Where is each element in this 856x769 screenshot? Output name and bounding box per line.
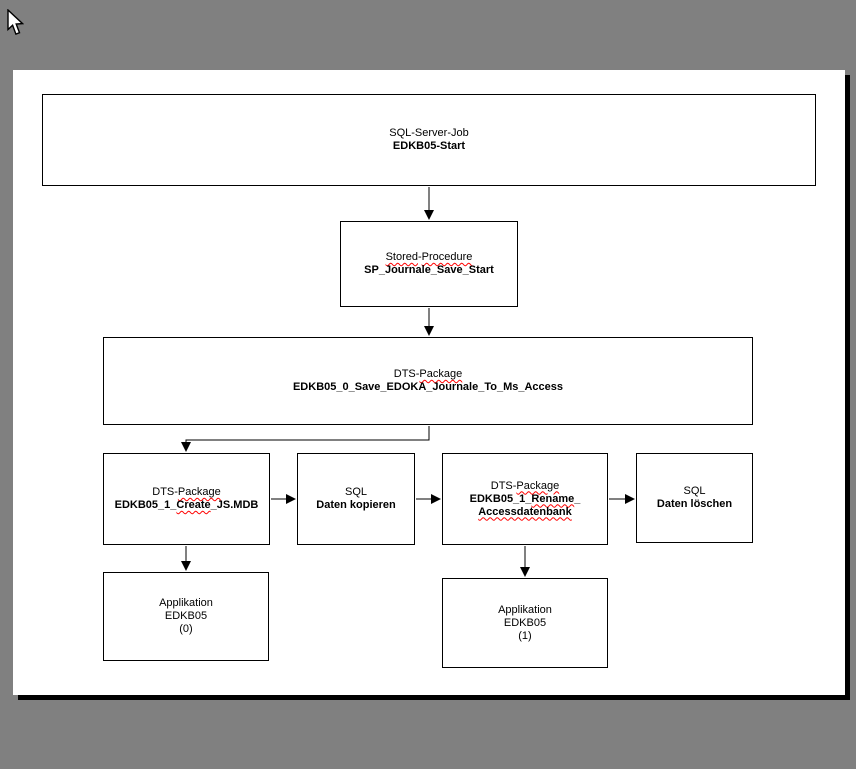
text-segment: SQL [344, 486, 367, 498]
text-segment: EDKB05 [503, 616, 547, 629]
misspelled-text-segment: Package [419, 368, 463, 380]
text-segment: Daten kopieren [316, 499, 396, 511]
node-label-line: Daten kopieren [316, 499, 395, 512]
node-label-line: EDKB05 [165, 610, 207, 623]
node-label-line: DTS-Package [491, 480, 559, 493]
connector-dts0-to-create-js-mdb [181, 426, 430, 452]
text-segment: Applikation [498, 603, 552, 616]
misspelled-text-segment: Package [177, 486, 221, 498]
node-label-line: DTS-Package [152, 486, 220, 499]
text-segment: DTS- [490, 479, 517, 492]
text-segment: DTS- [393, 368, 420, 380]
misspelled-text-segment: Package [516, 479, 560, 492]
node-label-line: (0) [179, 623, 192, 636]
text-segment: SQL-Server-Job [389, 127, 469, 139]
node-label-line: Daten löschen [657, 498, 732, 511]
text-segment: SP_Journale_Save_Start [364, 264, 494, 276]
text-segment: EDKB05-Start [392, 140, 466, 152]
node-label-line: (1) [518, 630, 531, 643]
node-label-line: Applikation [498, 604, 552, 617]
node-label-line: SP_Journale_Save_Start [364, 264, 494, 277]
node-label-line: Accessdatenbank [478, 506, 572, 519]
misspelled-text-segment: Accessdatenbank [478, 505, 572, 518]
arrow-pointer-icon [7, 9, 24, 36]
node-label-line: Applikation [159, 597, 213, 610]
text-segment: EDKB05_1_ [469, 492, 532, 505]
text-segment: EDKB05_1_ [114, 499, 177, 511]
misspelled-text-segment: Rename [531, 492, 575, 505]
misspelled-text-segment: Create [176, 499, 211, 511]
text-segment: DTS- [152, 486, 178, 498]
node-label-line: EDKB05_0_Save_EDOKA_Journale_To_Ms_Acces… [293, 381, 563, 394]
text-segment: Applikation [159, 597, 213, 609]
text-segment: SQL [683, 485, 706, 497]
misspelled-text-segment: Stored [385, 251, 418, 263]
node-label-line: EDKB05 [504, 617, 546, 630]
text-segment: Daten löschen [656, 498, 733, 510]
text-segment: _ [574, 492, 581, 505]
node-label-line: EDKB05-Start [393, 140, 465, 153]
text-segment: - [417, 251, 422, 263]
node-label-line: Stored-Procedure [386, 251, 473, 264]
text-segment: (0) [179, 623, 193, 635]
text-segment: EDKB05_0_Save_EDOKA_Journale_To_Ms_Acces… [292, 381, 564, 393]
text-segment: (1) [518, 629, 532, 642]
misspelled-text-segment: Procedure [421, 251, 473, 263]
node-label-line: EDKB05_1_Create_JS.MDB [115, 499, 259, 512]
text-segment: _JS.MDB [210, 499, 259, 511]
node-label-line: SQL-Server-Job [389, 127, 468, 140]
node-label-line: EDKB05_1_Rename_ [470, 493, 581, 506]
node-label-line: DTS-Package [394, 368, 462, 381]
node-label-line: SQL [683, 485, 705, 498]
text-segment: EDKB05 [164, 610, 208, 622]
node-label-line: SQL [345, 486, 367, 499]
